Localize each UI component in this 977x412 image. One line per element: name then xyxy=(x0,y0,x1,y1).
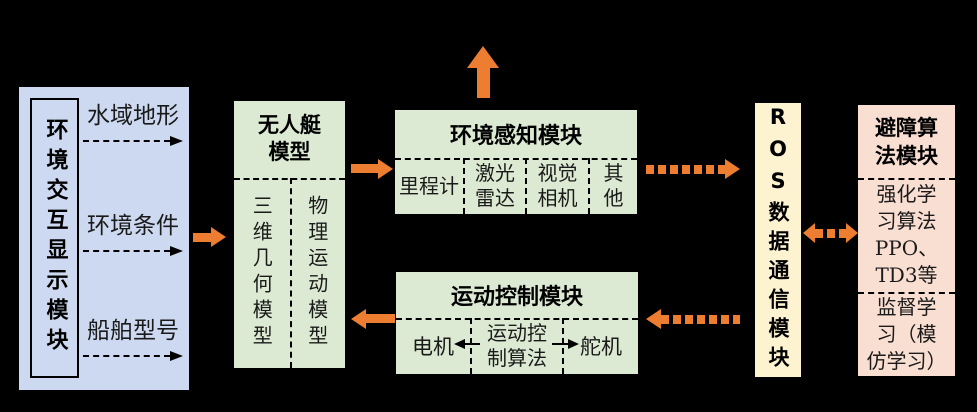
motion-control-title: 运动控制模块 xyxy=(450,285,583,310)
perception-title-divider xyxy=(395,158,637,160)
usv-model-title: 无人艇 模型 xyxy=(258,113,321,164)
arrowhead-right-icon xyxy=(170,136,183,146)
arrow-shaft-dashed xyxy=(661,314,740,324)
servo-cell: 舵机 xyxy=(562,318,638,374)
arrowhead-right-icon xyxy=(170,351,183,361)
algorithm-to-motor-arrow xyxy=(454,338,480,350)
motion-to-usv-arrow xyxy=(351,308,395,329)
motor-cell: 电机 xyxy=(412,335,454,359)
motion-control-module-box: 运动控制模块 电机 运动控 制算法 舵机 xyxy=(396,272,638,374)
motion-title-divider xyxy=(396,318,638,320)
usv-column-physics: 物理运动模型 xyxy=(290,178,346,368)
perception-to-ros-arrow xyxy=(646,159,740,179)
avoidance-module-box: 避障算 法模块 强化学 习算法 PPO、 TD3等 监督学 习（模 仿学习） xyxy=(858,105,955,376)
ros-module-title: ROS数据通信模块 xyxy=(766,105,790,375)
dashed-line xyxy=(83,250,170,252)
usv-column-divider xyxy=(289,178,292,368)
perception-cells-row: 里程计 激光 雷达 视觉 相机 其 他 xyxy=(395,158,637,214)
dashed-line xyxy=(83,140,170,142)
ros-avoidance-double-arrow xyxy=(803,223,858,243)
env-display-title-box: 环境交互显示模块 xyxy=(30,98,79,378)
arrowhead-right-icon xyxy=(211,227,226,247)
water-terrain-dashed-arrow xyxy=(83,135,183,147)
perception-module-box: 环境感知模块 里程计 激光 雷达 视觉 相机 其 他 xyxy=(395,110,637,214)
env-to-usv-arrow xyxy=(193,227,226,247)
arrowhead-left-icon xyxy=(454,339,465,349)
ship-model-dashed-arrow xyxy=(83,350,183,362)
geometry-model-label: 三维几何模型 xyxy=(249,195,274,351)
env-display-module-box: 环境交互显示模块 水域地形 环境条件 船舶型号 xyxy=(19,87,189,390)
algorithm-to-servo-arrow xyxy=(552,338,579,350)
arrowhead-left-icon xyxy=(351,308,366,329)
perception-title: 环境感知模块 xyxy=(449,124,582,149)
usv-to-perception-arrow xyxy=(351,158,393,179)
perception-output-up-arrow xyxy=(467,46,499,98)
dashed-line xyxy=(83,355,170,357)
arrow-shaft xyxy=(366,314,395,323)
arrowhead-right-icon xyxy=(725,159,740,179)
motion-cells-row: 电机 运动控 制算法 舵机 xyxy=(396,318,638,374)
arrow-shaft-dashed xyxy=(815,228,846,238)
usv-column-geometry: 三维几何模型 xyxy=(234,178,290,368)
avoidance-title: 避障算 法模块 xyxy=(875,116,938,168)
env-conditions-dashed-arrow xyxy=(83,245,183,257)
sensor-cell-odometer: 里程计 xyxy=(399,173,459,198)
supervised-learning-item: 监督学 习（模 仿学习） xyxy=(866,294,947,373)
line xyxy=(465,343,480,345)
arrowhead-right-icon xyxy=(170,246,183,256)
arrowhead-right-icon xyxy=(378,158,393,179)
arrow-shaft xyxy=(476,68,490,98)
arrowhead-left-icon xyxy=(646,309,661,329)
env-output-label-ship-model: 船舶型号 xyxy=(87,318,179,344)
arrow-shaft xyxy=(351,164,378,173)
sensor-cell-other: 其 他 xyxy=(588,158,637,214)
arrowhead-up-icon xyxy=(467,46,499,68)
avoidance-divider-1 xyxy=(858,178,955,180)
arrowhead-right-icon xyxy=(846,223,858,243)
arrowhead-right-icon xyxy=(568,339,579,349)
avoidance-divider-2 xyxy=(858,292,955,294)
control-algorithm-cell: 运动控 制算法 xyxy=(470,318,562,374)
sensor-cell-lidar: 激光 雷达 xyxy=(463,158,525,214)
env-display-title: 环境交互显示模块 xyxy=(42,118,68,358)
physics-model-label: 物理运动模型 xyxy=(304,195,329,351)
ros-to-motion-arrow xyxy=(646,309,740,329)
reinforcement-learning-item: 强化学 习算法 PPO、 TD3等 xyxy=(874,182,939,287)
env-output-label-water-terrain: 水域地形 xyxy=(87,103,179,129)
env-output-label-env-conditions: 环境条件 xyxy=(87,213,179,239)
sensor-cell-camera: 视觉 相机 xyxy=(525,158,588,214)
usv-model-box: 无人艇 模型 三维几何模型 物理运动模型 xyxy=(234,101,345,368)
line xyxy=(552,343,568,345)
arrowhead-left-icon xyxy=(803,223,815,243)
ros-communication-module-box: ROS数据通信模块 xyxy=(755,103,801,377)
arrow-shaft xyxy=(193,232,211,242)
arrow-shaft-dashed xyxy=(646,164,725,174)
